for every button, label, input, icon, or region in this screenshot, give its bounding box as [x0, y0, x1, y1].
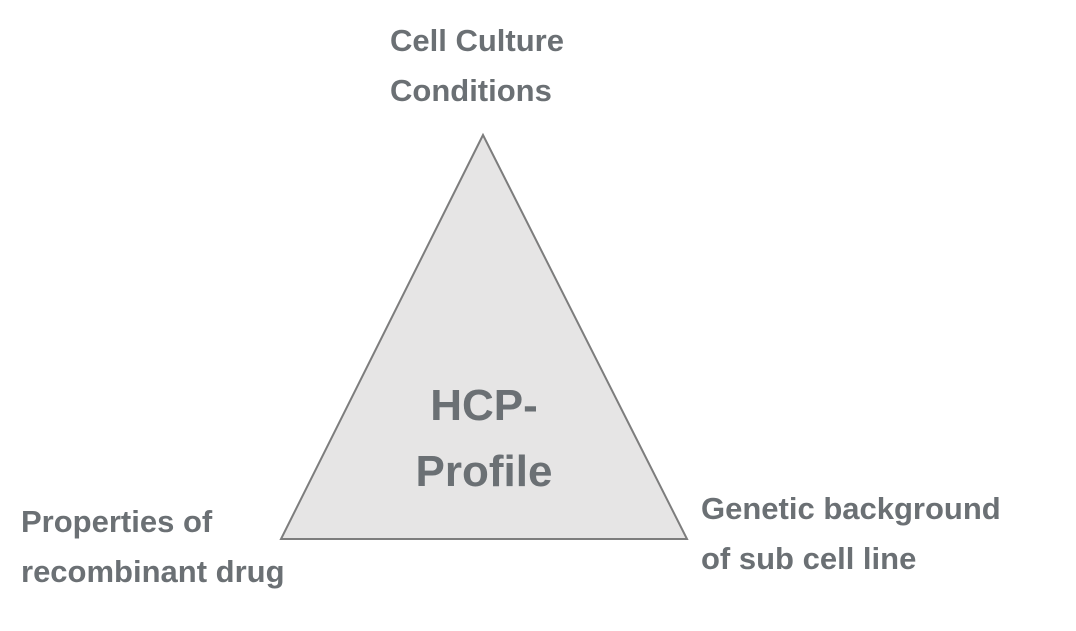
top-vertex-label: Cell Culture Conditions — [390, 23, 564, 108]
bottom-left-vertex-label: Properties of recombinant drug — [21, 504, 285, 589]
triangle-center-label: HCP- Profile — [415, 381, 553, 496]
bottom-right-vertex-label: Genetic background of sub cell line — [701, 491, 1001, 576]
triangle-shape — [279, 132, 689, 540]
